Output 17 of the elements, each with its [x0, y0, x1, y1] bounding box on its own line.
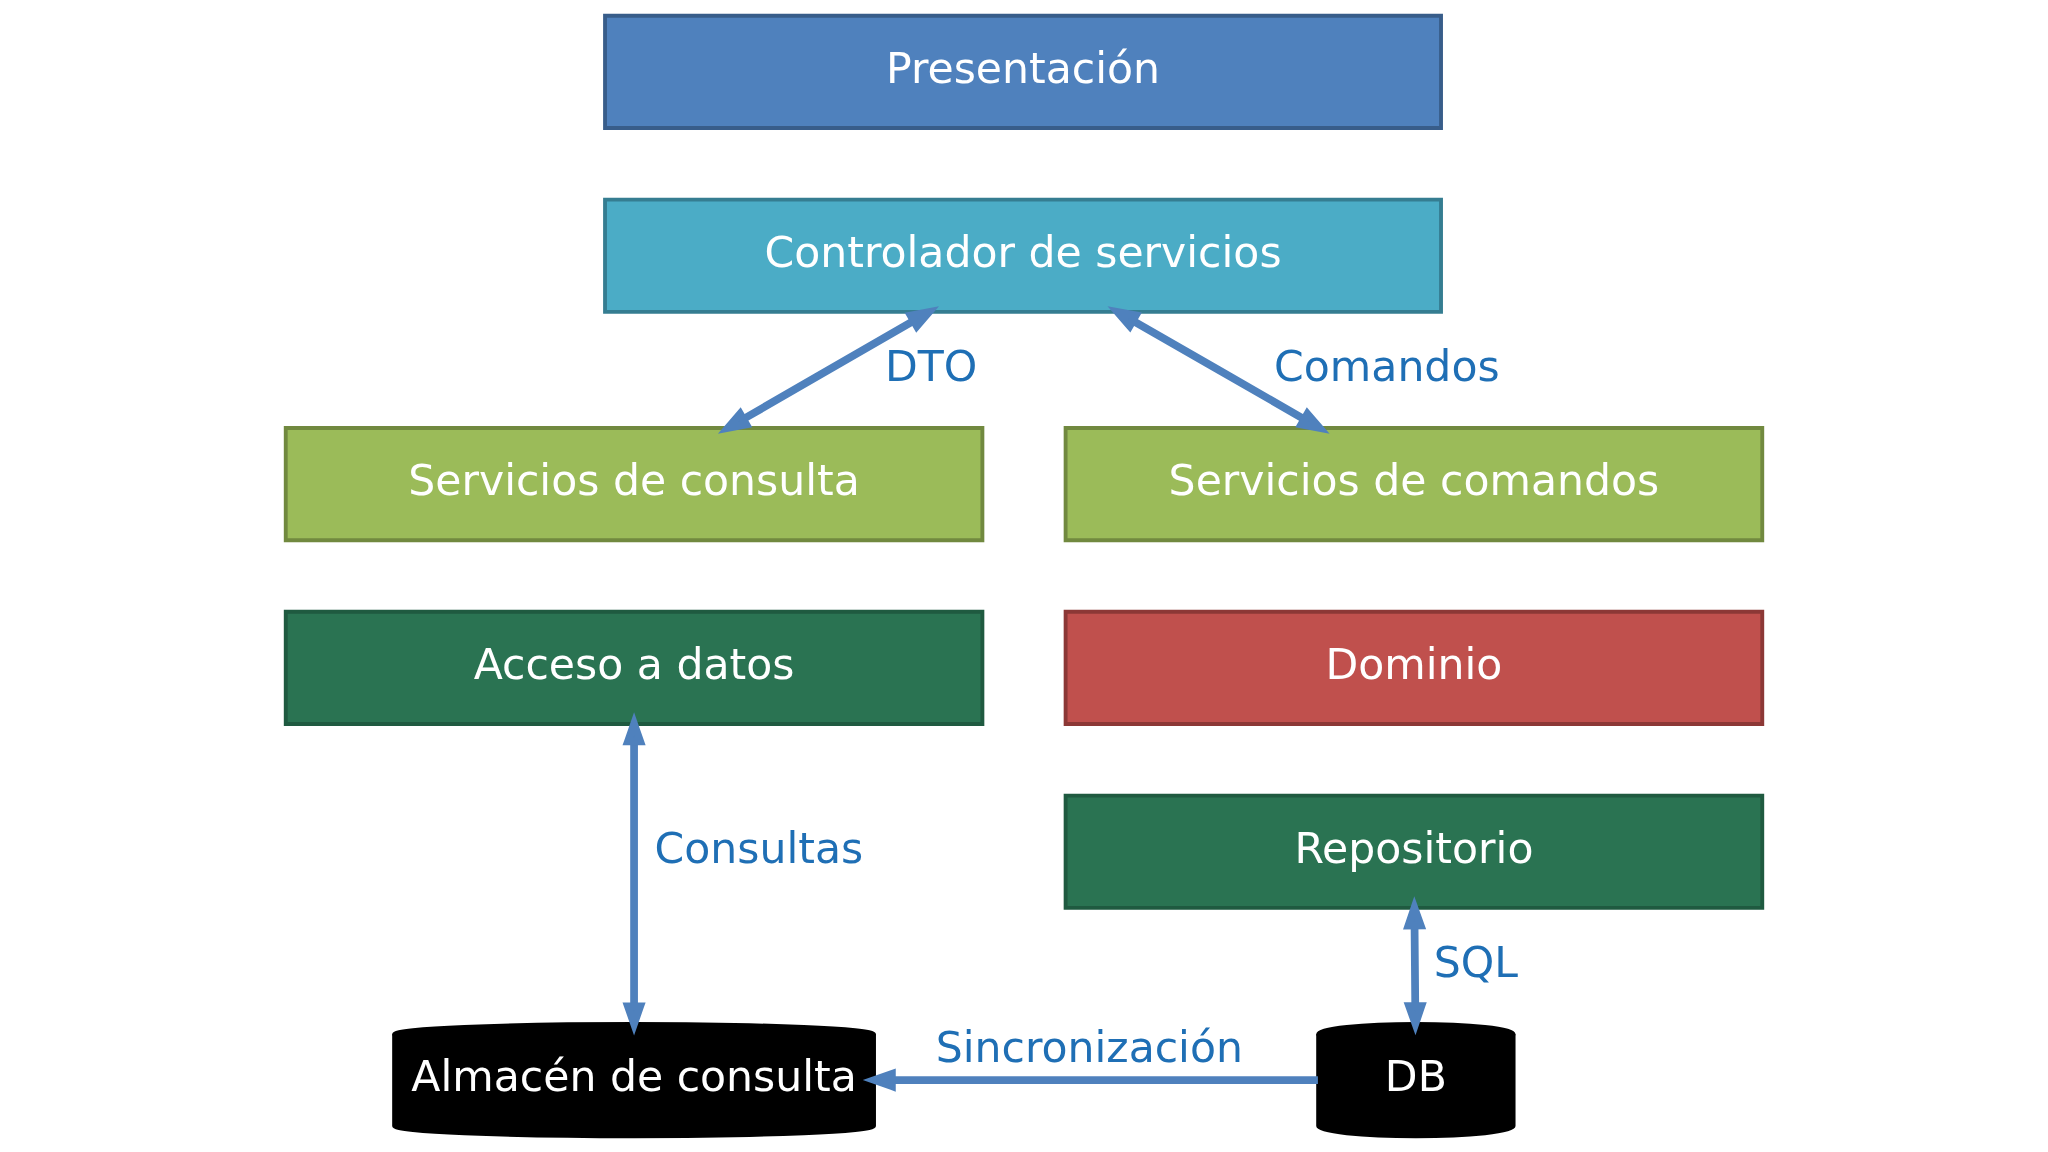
arrow [622, 712, 646, 1036]
node-box: Presentación [603, 13, 1443, 130]
arrow [862, 1068, 1318, 1092]
arrow [717, 306, 939, 434]
node-box: Servicios de consulta [283, 426, 985, 543]
node-box: Acceso a datos [283, 609, 985, 726]
node-box: Dominio [1063, 609, 1765, 726]
edge-label: SQL [1433, 936, 1518, 987]
node-box: Controlador de servicios [603, 197, 1443, 314]
arrow [1403, 896, 1427, 1036]
node-box: Servicios de comandos [1063, 426, 1765, 543]
edge-label: DTO [884, 340, 978, 391]
edge-label: Consultas [654, 822, 864, 873]
edge-label: Sincronización [935, 1021, 1243, 1072]
node-box: Repositorio [1063, 793, 1765, 910]
edge-label: Comandos [1274, 340, 1500, 391]
arrow [1107, 306, 1330, 434]
